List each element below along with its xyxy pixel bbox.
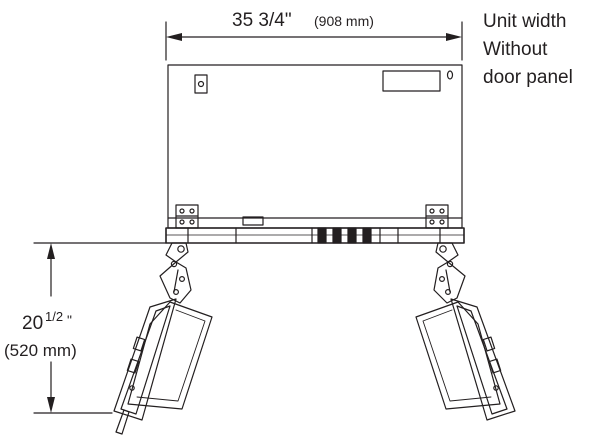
- base-vent-3: [347, 227, 357, 244]
- width-arrow-right: [446, 33, 462, 41]
- depth-metric-label: (520 mm): [4, 341, 77, 360]
- hinge-arm-right: [433, 242, 466, 304]
- base-strip: [165, 227, 465, 244]
- cabinet-screw: [446, 70, 454, 80]
- cabinet-bracket-hole: [197, 80, 205, 88]
- hinge-plate-left: [175, 204, 199, 229]
- base-vent-4: [362, 227, 372, 244]
- depth-fraction-label: 1/2: [45, 309, 63, 324]
- door-right: [415, 298, 516, 421]
- cabinet-label-plate: [382, 70, 441, 92]
- door-right-inner: [456, 305, 508, 415]
- door-left-handle: [115, 409, 130, 435]
- door-right-bin: [415, 301, 501, 410]
- depth-whole-label: 20: [22, 313, 43, 334]
- cabinet-bracket-left: [194, 74, 208, 94]
- door-right-panel: [450, 298, 516, 421]
- unit-note-line-2: Without: [483, 39, 548, 60]
- width-metric-label: (908 mm): [314, 13, 374, 29]
- width-arrow-left: [166, 33, 182, 41]
- width-imperial-label: 35 3/4": [232, 10, 292, 31]
- depth-arrow-top: [47, 243, 55, 259]
- cabinet-outline: [167, 64, 463, 229]
- width-dimension: [165, 21, 463, 61]
- hinge-arm-left: [159, 242, 192, 304]
- cabinet: [167, 64, 463, 229]
- door-left: [113, 298, 213, 435]
- door-left-hinge-detail-2: [126, 358, 140, 374]
- door-left-panel: [113, 298, 177, 421]
- door-left-pivot: [129, 385, 135, 391]
- depth-inch-mark: ": [67, 312, 72, 328]
- door-right-bin-inner: [422, 309, 492, 402]
- depth-dimension: [33, 242, 167, 414]
- unit-note-line-1: Unit width: [483, 11, 566, 32]
- door-left-bin: [127, 301, 213, 410]
- base-outline: [165, 227, 465, 244]
- door-left-hinge-detail-1: [132, 336, 146, 352]
- depth-arrow-bottom: [47, 397, 55, 413]
- door-right-pivot: [493, 385, 499, 391]
- door-left-bin-inner: [136, 309, 206, 402]
- hinge-plate-right: [425, 204, 449, 229]
- cabinet-center-tab: [242, 216, 264, 226]
- door-right-hinge-detail-2: [488, 358, 502, 374]
- base-vent-2: [332, 227, 342, 244]
- door-right-hinge-detail-1: [482, 336, 496, 352]
- base-vent-1: [317, 227, 327, 244]
- unit-note-line-3: door panel: [483, 67, 573, 88]
